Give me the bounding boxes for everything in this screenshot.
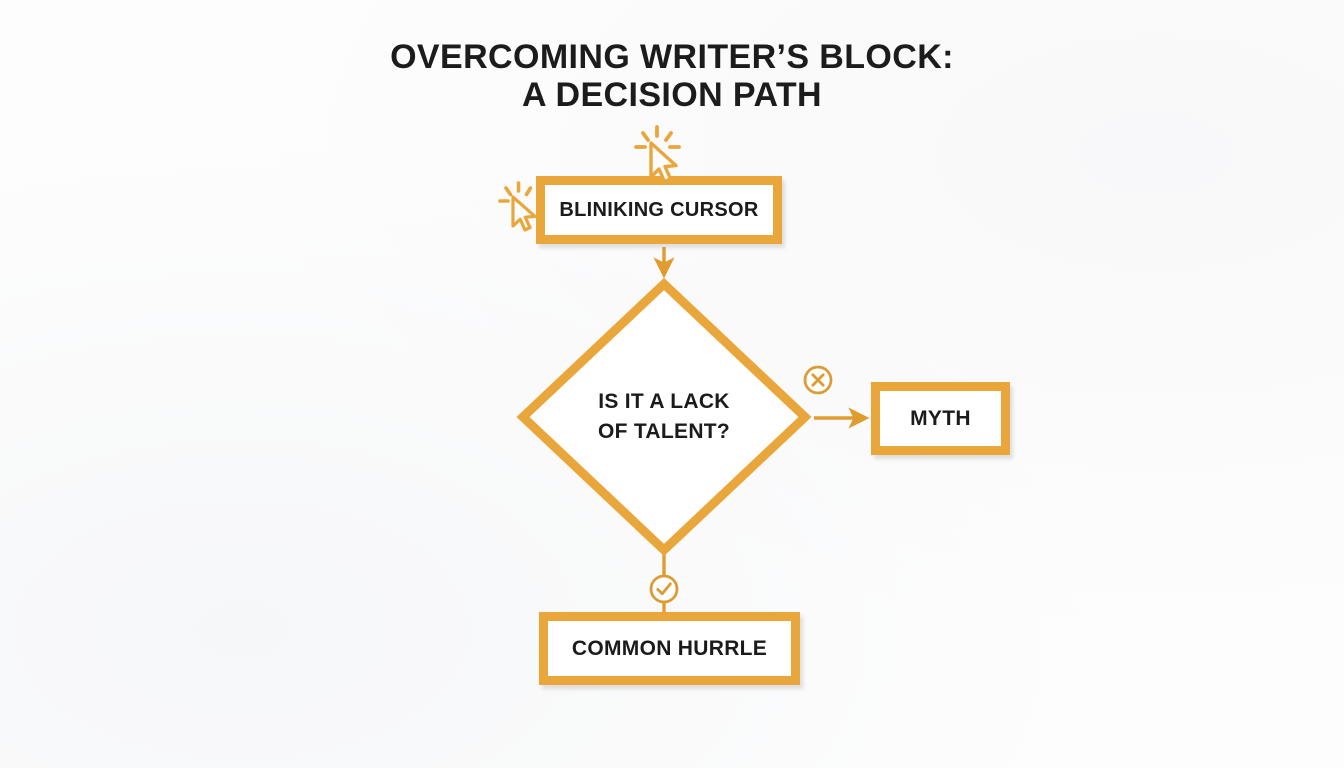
decision-diamond-shape — [516, 277, 812, 557]
node-myth[interactable]: MYTH — [871, 382, 1010, 455]
page-title-line-2: A DECISION PATH — [521, 76, 823, 114]
page-title-line-1: OVERCOMING WRITER’S BLOCK: — [390, 38, 954, 76]
node-common-hurdle-label: COMMON HURRLE — [571, 636, 768, 660]
node-decision-label: IS IT A LACK OF TALENT? — [597, 390, 731, 443]
node-blinking-cursor-label: BLINIKING CURSOR — [559, 198, 759, 221]
node-myth-label: MYTH — [910, 406, 971, 430]
node-common-hurdle[interactable]: COMMON HURRLE — [539, 612, 800, 685]
node-decision-lack-of-talent[interactable]: IS IT A LACK OF TALENT? — [516, 277, 812, 557]
circle-check-icon — [647, 572, 681, 606]
node-blinking-cursor[interactable]: BLINIKING CURSOR — [536, 176, 782, 244]
page-title: OVERCOMING WRITER’S BLOCK: A DECISION PA… — [0, 38, 1344, 114]
